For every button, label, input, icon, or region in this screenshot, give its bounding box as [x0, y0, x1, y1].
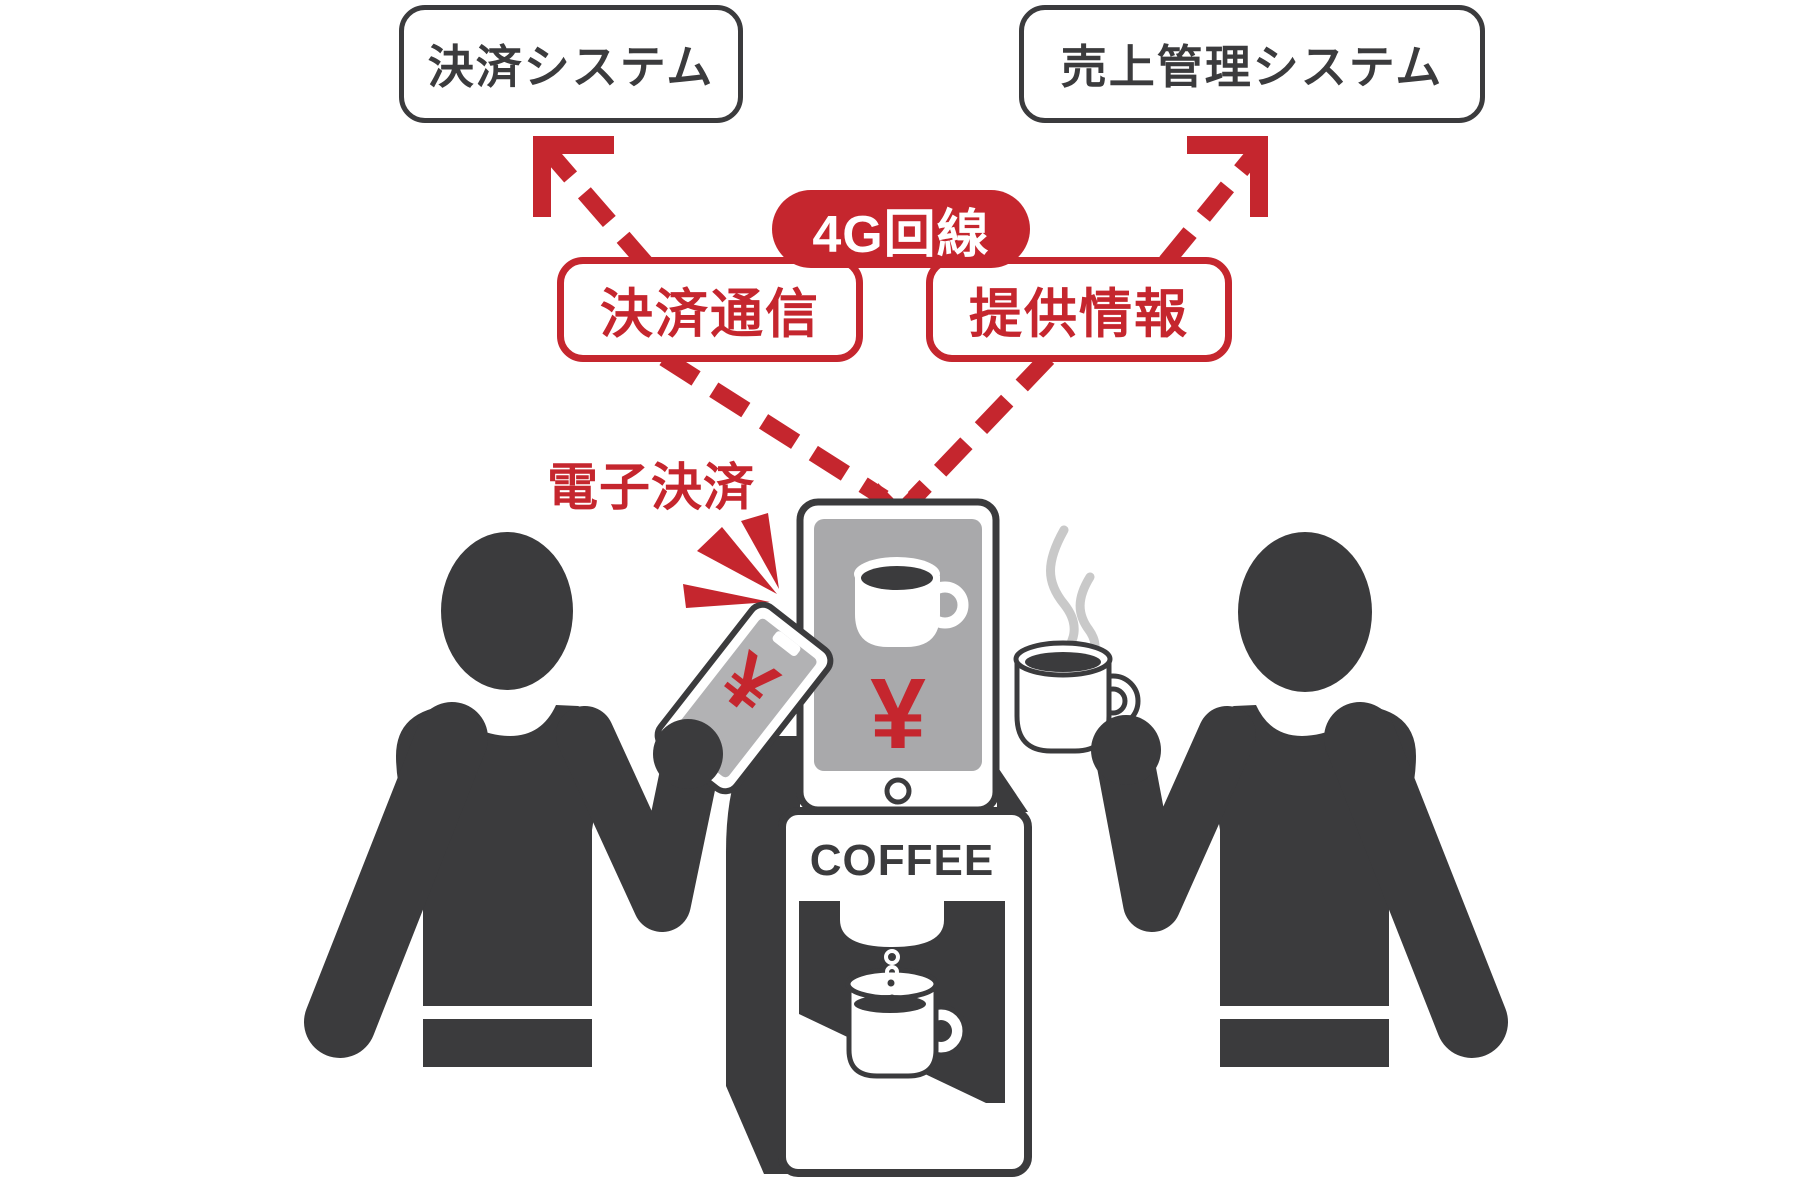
machine-label: COFFEE — [810, 836, 994, 885]
hand-coffee-cup-icon — [1013, 640, 1141, 754]
drinker-hips — [1220, 1019, 1389, 1067]
coffee-machine: COFFEE — [726, 736, 1032, 1177]
payment-channel-label: 決済通信 — [600, 284, 820, 344]
drinker-right-arm — [1324, 702, 1508, 1058]
network-badge: 4G回線 — [772, 190, 1030, 268]
sales-system-label: 売上管理システム — [1060, 41, 1444, 93]
dashed-line-to-payment-system — [542, 146, 655, 272]
arrowhead-up-right-icon — [1187, 136, 1268, 217]
payment-channel-box: 決済通信 — [557, 257, 863, 362]
payment-system-label: 決済システム — [427, 41, 715, 93]
machine-cup-icon — [845, 967, 968, 1079]
payment-system-box: 決済システム — [399, 5, 743, 123]
customer-left-arm — [304, 702, 488, 1058]
e-payment-label: 電子決済 — [546, 459, 755, 516]
tablet-yen-symbol: ¥ — [870, 658, 926, 770]
drinker-raised-arm — [1097, 706, 1256, 932]
sales-system-box: 売上管理システム — [1019, 5, 1485, 123]
tablet-shadow-wedge — [997, 766, 1028, 812]
connection-arrows — [533, 136, 1268, 516]
arrowhead-up-left-icon — [533, 136, 614, 217]
tablet-home-button[interactable] — [884, 777, 912, 805]
tap-spark-icon — [683, 513, 779, 608]
customer-head — [441, 532, 573, 690]
dashed-line-to-sales-system — [1159, 146, 1263, 268]
drip-drops-icon — [884, 949, 900, 1002]
info-channel-label: 提供情報 — [969, 284, 1189, 344]
smartphone-notch — [772, 631, 801, 656]
customer-fist — [653, 719, 723, 789]
person-drinker — [1013, 525, 1508, 1067]
network-badge-label: 4G回線 — [812, 205, 990, 264]
customer-raised-arm — [556, 706, 719, 932]
drinker-fist — [1091, 715, 1161, 785]
machine-dispenser-icon — [840, 901, 944, 947]
tablet-mug-icon — [854, 557, 969, 647]
tablet-kiosk: ¥ — [796, 498, 1028, 814]
dashed-line-payment-to-tablet — [659, 350, 889, 506]
drinker-head — [1238, 532, 1372, 692]
person-customer — [304, 532, 719, 1067]
customer-hips — [423, 1019, 592, 1067]
dashed-line-info-to-tablet — [907, 352, 1055, 504]
info-channel-box: 提供情報 — [926, 257, 1232, 362]
